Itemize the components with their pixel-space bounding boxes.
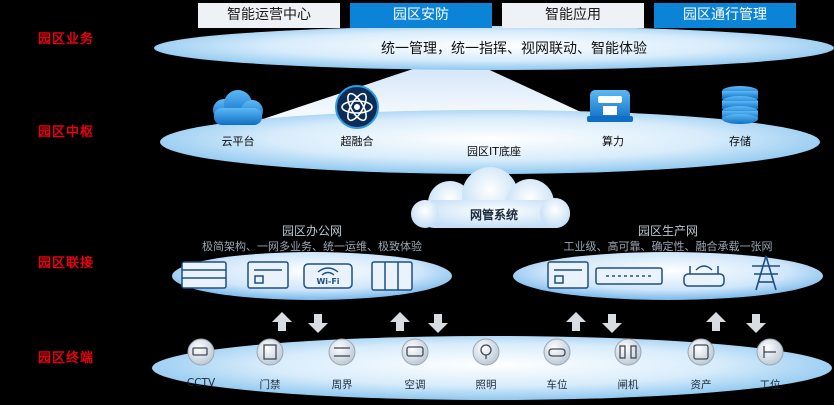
storage-icon xyxy=(722,86,758,124)
terminal-label-workstation: 工位 xyxy=(759,379,781,391)
wifi-router-icon xyxy=(303,263,353,289)
terminal-label-door: 门禁 xyxy=(259,379,281,391)
layer-label-connect: 园区联接 xyxy=(38,256,95,271)
tab-access-management[interactable]: 园区通行管理 xyxy=(654,3,796,28)
terminal-label-lighting: 照明 xyxy=(475,379,497,391)
production-net-desc: 工业级、高可靠、确定性、融合承载一张网 xyxy=(563,240,773,253)
gate-icon xyxy=(614,338,642,366)
network-mgmt-cloud xyxy=(411,167,570,228)
terminal-label-cctv: CCTV xyxy=(186,377,216,389)
down-arrow xyxy=(308,314,328,333)
business-disc xyxy=(154,26,834,70)
office-net-title: 园区办公网 xyxy=(281,224,343,238)
wireless-ap-icon xyxy=(683,265,725,287)
up-arrow xyxy=(390,312,410,331)
air-conditioner-icon xyxy=(401,338,429,366)
business-slogan: 统一管理，统一指挥、视网联动、智能体验 xyxy=(381,41,647,57)
terminal-label-ac: 空调 xyxy=(404,379,426,391)
router-icon xyxy=(247,261,289,289)
up-arrow xyxy=(272,312,292,331)
switch-cabinet-icon xyxy=(371,261,413,291)
network-mgmt-label: 网管系统 xyxy=(469,208,519,222)
up-arrow xyxy=(566,312,586,331)
atom-icon xyxy=(335,85,379,129)
down-arrow xyxy=(602,314,622,333)
down-arrow xyxy=(428,314,448,333)
terminal-label-parking: 车位 xyxy=(546,379,568,391)
door-access-icon xyxy=(256,338,284,366)
server-rack-icon xyxy=(181,261,227,289)
arrows xyxy=(272,312,766,333)
hub-base-label: 园区IT底座 xyxy=(467,145,521,158)
office-net-desc: 极简架构、一网多业务、统一运维、极致体验 xyxy=(202,240,422,253)
parking-icon xyxy=(543,338,571,366)
perimeter-icon xyxy=(328,338,356,366)
industrial-router-icon xyxy=(547,261,589,289)
compute-icon xyxy=(587,90,633,122)
terminal-label-asset: 资产 xyxy=(690,379,712,391)
power-tower-icon xyxy=(752,255,780,291)
tab-smart-ops-center[interactable]: 智能运营中心 xyxy=(198,3,340,28)
tab-smart-apps[interactable]: 智能应用 xyxy=(502,3,644,28)
cctv-icon xyxy=(187,338,215,366)
terminal-label-gate: 闸机 xyxy=(617,379,639,391)
industrial-switch-icon xyxy=(595,267,663,285)
production-net-disc xyxy=(513,252,823,300)
down-arrow xyxy=(746,314,766,333)
terminal-label-perimeter: 周界 xyxy=(331,379,353,391)
cloud-icon xyxy=(213,90,263,125)
wifi-label: Wi-Fi xyxy=(316,277,340,286)
hub-label-compute: 算力 xyxy=(602,135,624,148)
hub-disc xyxy=(160,110,820,174)
asset-icon xyxy=(687,338,715,366)
up-arrow xyxy=(706,312,726,331)
lighting-icon xyxy=(472,338,500,366)
hub-label-cloud: 云平台 xyxy=(221,135,255,148)
production-net-title: 园区生产网 xyxy=(637,224,699,238)
tab-park-security[interactable]: 园区安防 xyxy=(350,3,492,28)
terminal-disc xyxy=(152,336,832,400)
hub-label-storage: 存储 xyxy=(729,135,751,148)
layer-label-business: 园区业务 xyxy=(38,32,95,47)
terminal-glyphs xyxy=(192,344,776,360)
hub-label-hci: 超融合 xyxy=(340,135,374,148)
layer-label-hub: 园区中枢 xyxy=(38,125,95,140)
layer-label-terminal: 园区终端 xyxy=(38,351,95,366)
